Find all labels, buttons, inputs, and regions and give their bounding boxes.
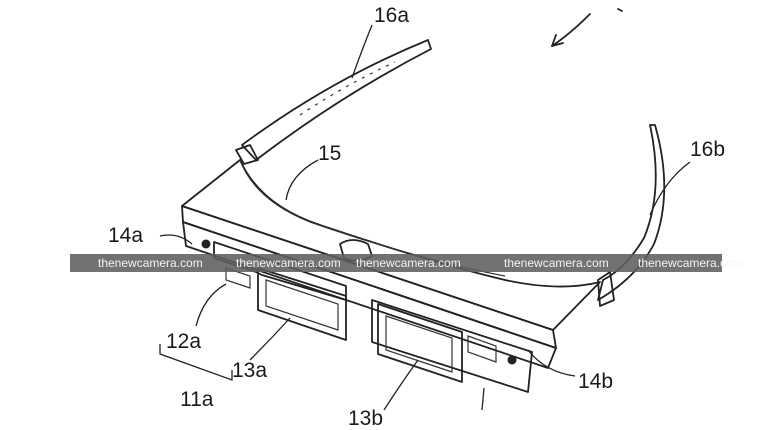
label-12a: 12a: [166, 330, 201, 353]
front-bar: [181, 205, 557, 369]
label-15: 15: [318, 142, 341, 165]
watermark-text-1: thenewcamera.com: [98, 256, 203, 270]
watermark-text-2: thenewcamera.com: [236, 256, 341, 270]
watermark-band: thenewcamera.com thenewcamera.com thenew…: [70, 254, 743, 272]
watermark-text-3: thenewcamera.com: [356, 256, 461, 270]
leader-lines: [159, 24, 691, 411]
label-16b: 16b: [690, 138, 725, 161]
temple-16a: [235, 39, 432, 165]
label-14b: 14b: [578, 370, 613, 393]
display-13b: [371, 299, 533, 393]
temple-16b: [597, 124, 666, 307]
label-13b: 13b: [348, 407, 383, 430]
watermark-text-5: thenewcamera.com: [638, 256, 743, 270]
label-16a: 16a: [374, 4, 409, 27]
label-13a: 13a: [232, 359, 267, 382]
frame-15: [181, 159, 601, 331]
reference-arrow: [551, 8, 623, 47]
label-14a: 14a: [108, 224, 143, 247]
watermark-text-4: thenewcamera.com: [504, 256, 609, 270]
display-13a: [257, 267, 347, 341]
label-11a: 11a: [180, 388, 214, 411]
